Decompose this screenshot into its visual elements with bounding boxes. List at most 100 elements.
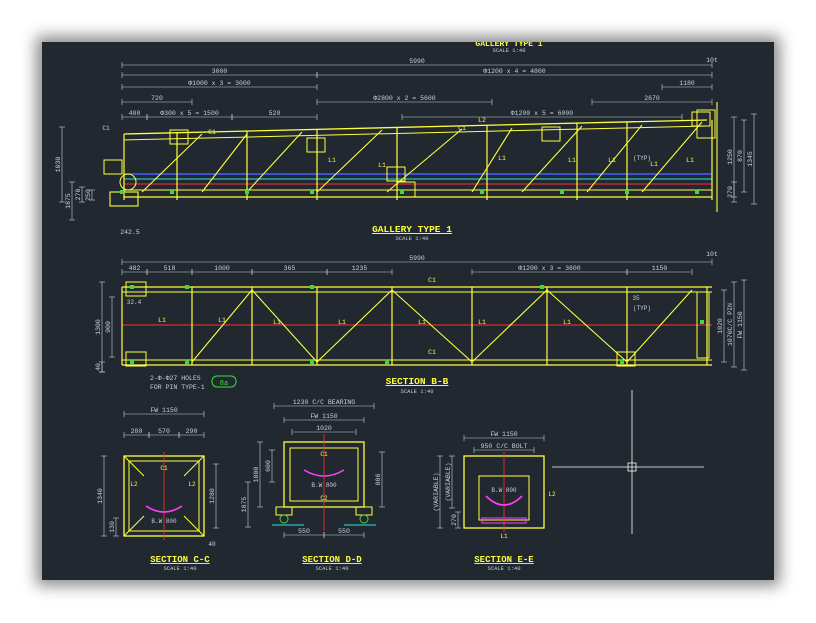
bolt-marker bbox=[310, 285, 314, 289]
bolt-marker bbox=[385, 360, 389, 364]
dd-right-bearing bbox=[355, 506, 373, 516]
dimension-text: 365 bbox=[284, 265, 296, 272]
dimension-text: 2670 bbox=[644, 95, 660, 102]
dimension-text: 270 bbox=[727, 186, 734, 198]
diagonal-member bbox=[316, 129, 383, 193]
bolt-marker bbox=[625, 190, 629, 194]
dd-pin bbox=[359, 514, 369, 524]
dimension-text: FOR PIN TYPE-1 bbox=[150, 384, 205, 391]
dimension-text: 570 bbox=[158, 428, 170, 435]
dimension-text: 5990 bbox=[409, 58, 425, 65]
top-chord-inner bbox=[123, 125, 708, 141]
gallery-title: GALLERY TYPE 1 bbox=[372, 224, 452, 235]
section-bb-title: SECTION B-B bbox=[386, 376, 449, 387]
bolt-marker bbox=[310, 190, 314, 194]
dimension-text: C1 bbox=[160, 465, 168, 472]
member-label: C1 bbox=[102, 125, 110, 132]
dd-left-bearing bbox=[275, 506, 293, 516]
member-label: L1 bbox=[568, 157, 576, 164]
dimension-text: FW 1150 bbox=[310, 413, 337, 420]
gusset-plate bbox=[103, 159, 123, 175]
bolt-marker bbox=[185, 285, 189, 289]
diagonal-member bbox=[391, 289, 473, 363]
member-label: C1 bbox=[208, 129, 216, 136]
cc-corner bbox=[183, 455, 205, 477]
dimension-text: 242.5 bbox=[120, 229, 140, 236]
bolt-marker bbox=[120, 190, 124, 194]
section-ee-scale: SCALE 1:40 bbox=[487, 565, 520, 572]
dimension-text: 10t bbox=[706, 57, 718, 64]
diagonal-member bbox=[141, 133, 203, 193]
diagonal-member bbox=[641, 121, 703, 193]
bolt-marker bbox=[130, 360, 134, 364]
dimension-text: 1000 bbox=[214, 265, 230, 272]
section-bb-scale: SCALE 1:40 bbox=[400, 388, 433, 395]
dimension-text: 1345 bbox=[747, 151, 754, 167]
section-cc-scale: SCALE 1:40 bbox=[163, 565, 196, 572]
member-label: L1 bbox=[218, 317, 226, 324]
dimension-text: 5990 bbox=[409, 255, 425, 262]
member-label: L1 bbox=[378, 162, 386, 169]
dimension-text: Φ300 x 5 = 1500 bbox=[160, 110, 219, 117]
member-label: L1 bbox=[650, 161, 658, 168]
diagonal-member bbox=[471, 289, 548, 363]
dimension-text: 250 bbox=[85, 189, 92, 201]
dimension-text: 270 bbox=[451, 514, 458, 526]
dimension-text: 1875 bbox=[241, 497, 248, 513]
plan-plate bbox=[125, 281, 147, 297]
member-label: L1 bbox=[498, 155, 506, 162]
bolt-marker bbox=[695, 190, 699, 194]
member-label: L1 bbox=[273, 319, 281, 326]
bolt-marker bbox=[245, 190, 249, 194]
dimension-text: B.W 800 bbox=[151, 518, 177, 525]
bolt-marker bbox=[480, 190, 484, 194]
section-cc-title: SECTION C-C bbox=[150, 555, 210, 565]
dimension-text: 950 C/C BOLT bbox=[481, 443, 528, 450]
cc-corner bbox=[123, 455, 145, 477]
dimension-text: 550 bbox=[338, 528, 350, 535]
dimension-text: 32.4 bbox=[127, 299, 142, 306]
dimension-text: 870 bbox=[737, 150, 744, 162]
dimension-text: L2 bbox=[130, 481, 138, 488]
member-label: L1 bbox=[563, 319, 571, 326]
diagonal-member bbox=[626, 289, 693, 363]
diagonal-member bbox=[201, 133, 248, 193]
member-label: L1 bbox=[478, 319, 486, 326]
dimension-text: 1280 bbox=[209, 488, 216, 504]
dimension-text: Φ1200 x 5 = 6000 bbox=[511, 110, 574, 117]
dimension-text: 10t bbox=[706, 251, 718, 258]
diagonal-member bbox=[386, 128, 463, 193]
bolt-marker bbox=[700, 320, 704, 324]
section-dd-title: SECTION D-D bbox=[302, 555, 362, 565]
dimension-text: 600 bbox=[265, 460, 272, 472]
member-label: L1 bbox=[338, 319, 346, 326]
dimension-text: Φ1200 x 4 = 4800 bbox=[483, 68, 546, 75]
tag-bubble bbox=[211, 375, 237, 388]
bolt-marker bbox=[620, 360, 624, 364]
dimension-text: FW 1150 bbox=[150, 407, 177, 414]
diagonal-member bbox=[191, 289, 253, 363]
bolt-marker bbox=[130, 285, 134, 289]
diagonal-member bbox=[316, 289, 393, 363]
dimension-text: 886 bbox=[375, 474, 382, 486]
dimension-text: Φ2800 x 2 = 5600 bbox=[373, 95, 436, 102]
diagonal-member bbox=[471, 127, 513, 193]
bolt-marker bbox=[400, 190, 404, 194]
bolt-marker bbox=[540, 285, 544, 289]
dimension-text: Φ1200 x 3 = 3600 bbox=[518, 265, 581, 272]
dimension-text: 400 bbox=[129, 110, 141, 117]
dimension-text: 1340 bbox=[97, 488, 104, 504]
dimension-text: 1875 bbox=[65, 193, 72, 209]
member-label: C1 bbox=[458, 125, 466, 132]
right-support-plate bbox=[696, 109, 716, 139]
dimension-text: C1 bbox=[320, 451, 328, 458]
dimension-text: 1230 C/C BEARING bbox=[293, 399, 356, 406]
dimension-text: B.W 800 bbox=[491, 487, 517, 494]
section-dd-scale: SCALE 1:40 bbox=[315, 565, 348, 572]
dimension-text: (VARIABLE) bbox=[445, 462, 452, 501]
dimension-text: 518 bbox=[164, 265, 176, 272]
bolt-marker bbox=[310, 360, 314, 364]
dimension-text: 40 bbox=[95, 363, 102, 371]
dimension-text: 2-Φ-Φ27 HOLES bbox=[150, 375, 201, 382]
